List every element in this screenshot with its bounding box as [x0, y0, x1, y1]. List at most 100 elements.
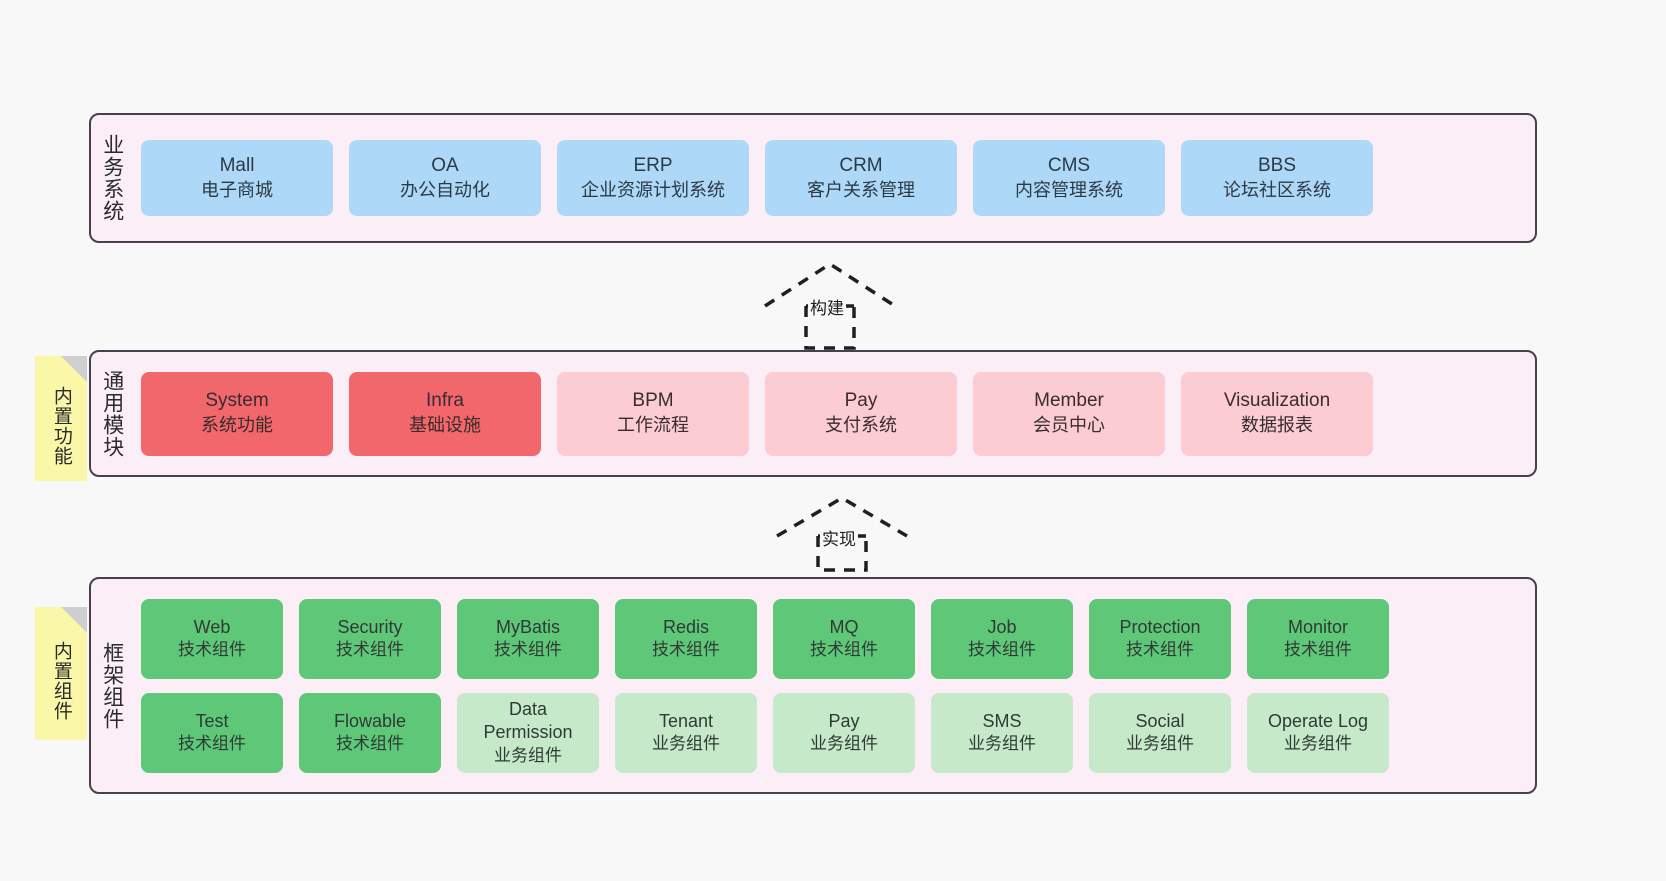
- box-monitor-cn: 技术组件: [1284, 640, 1352, 660]
- box-cms-en: CMS: [1047, 154, 1091, 176]
- box-web[interactable]: Web 技术组件: [141, 598, 283, 679]
- box-erp[interactable]: ERP 企业资源计划系统: [557, 140, 749, 216]
- box-member-cn: 会员中心: [1033, 415, 1105, 436]
- box-mq[interactable]: MQ 技术组件: [773, 598, 915, 679]
- box-system-cn: 系统功能: [201, 415, 273, 436]
- box-mall-cn: 电子商城: [201, 179, 273, 200]
- box-sms[interactable]: SMS 业务组件: [931, 692, 1073, 773]
- box-protection-en: Protection: [1119, 616, 1201, 637]
- build-arrow: 构建: [760, 258, 920, 350]
- box-protection[interactable]: Protection 技术组件: [1089, 598, 1231, 679]
- box-mybatis[interactable]: MyBatis 技术组件: [457, 598, 599, 679]
- box-pay-component-en: Pay: [828, 710, 860, 731]
- box-pay-component-cn: 业务组件: [810, 734, 878, 754]
- box-tenant-en: Tenant: [658, 710, 714, 731]
- layer-common-module-body: System 系统功能 Infra 基础设施 BPM 工作流程 Pay 支付系统…: [133, 352, 1535, 475]
- box-infra-en: Infra: [425, 390, 465, 412]
- box-test-en: Test: [195, 710, 229, 731]
- box-cms-cn: 内容管理系统: [1015, 179, 1123, 200]
- box-protection-cn: 技术组件: [1126, 640, 1194, 660]
- layer-business-system-title: 业务系统: [100, 134, 124, 222]
- box-social-cn: 业务组件: [1126, 734, 1194, 754]
- box-bpm-cn: 工作流程: [617, 415, 689, 436]
- layer-framework-component[interactable]: 框架组件 Web 技术组件 Security 技术组件 MyBatis 技术组件…: [89, 577, 1537, 794]
- box-tenant-cn: 业务组件: [652, 734, 720, 754]
- box-data-permission-cn: 业务组件: [494, 745, 562, 765]
- box-social[interactable]: Social 业务组件: [1089, 692, 1231, 773]
- box-visualization-en: Visualization: [1223, 390, 1331, 412]
- box-data-permission[interactable]: Data Permission 业务组件: [457, 692, 599, 773]
- box-mq-en: MQ: [829, 616, 859, 637]
- box-member[interactable]: Member 会员中心: [973, 371, 1165, 456]
- box-pay-module[interactable]: Pay 支付系统: [765, 371, 957, 456]
- box-job-en: Job: [987, 616, 1017, 637]
- box-social-en: Social: [1135, 710, 1185, 731]
- box-crm-cn: 客户关系管理: [807, 179, 915, 200]
- box-infra[interactable]: Infra 基础设施: [349, 371, 541, 456]
- box-mybatis-en: MyBatis: [495, 616, 560, 637]
- box-monitor[interactable]: Monitor 技术组件: [1247, 598, 1389, 679]
- box-mybatis-cn: 技术组件: [494, 640, 562, 660]
- box-infra-cn: 基础设施: [409, 415, 481, 436]
- box-cms[interactable]: CMS 内容管理系统: [973, 140, 1165, 216]
- box-flowable[interactable]: Flowable 技术组件: [299, 692, 441, 773]
- box-redis-cn: 技术组件: [652, 640, 720, 660]
- box-operate-log[interactable]: Operate Log 业务组件: [1247, 692, 1389, 773]
- layer-business-system-body: Mall 电子商城 OA 办公自动化 ERP 企业资源计划系统 CRM 客户关系…: [133, 115, 1535, 241]
- box-sms-cn: 业务组件: [968, 734, 1036, 754]
- box-crm-en: CRM: [839, 154, 883, 176]
- implement-arrow-label: 实现: [820, 525, 858, 550]
- note-builtin-function-text: 内置功能: [50, 385, 72, 466]
- box-flowable-en: Flowable: [333, 710, 407, 731]
- box-redis-en: Redis: [662, 616, 710, 637]
- box-pay-component[interactable]: Pay 业务组件: [773, 692, 915, 773]
- note-builtin-component: 内置组件: [35, 607, 87, 740]
- box-erp-cn: 企业资源计划系统: [581, 179, 725, 200]
- box-bpm-en: BPM: [632, 390, 674, 412]
- box-oa-en: OA: [431, 154, 459, 176]
- box-tenant[interactable]: Tenant 业务组件: [615, 692, 757, 773]
- box-operate-log-cn: 业务组件: [1284, 734, 1352, 754]
- box-crm[interactable]: CRM 客户关系管理: [765, 140, 957, 216]
- layer-framework-component-body: Web 技术组件 Security 技术组件 MyBatis 技术组件 Redi…: [133, 579, 1535, 792]
- box-bbs[interactable]: BBS 论坛社区系统: [1181, 140, 1373, 216]
- note-builtin-function: 内置功能: [35, 356, 87, 481]
- box-bbs-en: BBS: [1257, 154, 1297, 176]
- box-security-cn: 技术组件: [336, 640, 404, 660]
- box-pay-module-en: Pay: [844, 390, 878, 412]
- box-job-cn: 技术组件: [968, 640, 1036, 660]
- layer-framework-component-title: 框架组件: [100, 641, 124, 730]
- layer-business-system[interactable]: 业务系统 Mall 电子商城 OA 办公自动化 ERP 企业资源计划系统 CRM…: [89, 113, 1537, 243]
- build-arrow-label: 构建: [808, 294, 846, 319]
- box-security[interactable]: Security 技术组件: [299, 598, 441, 679]
- box-visualization-cn: 数据报表: [1241, 415, 1313, 436]
- box-test-cn: 技术组件: [178, 734, 246, 754]
- note-builtin-component-text: 内置组件: [50, 640, 72, 721]
- box-oa[interactable]: OA 办公自动化: [349, 140, 541, 216]
- box-member-en: Member: [1034, 390, 1104, 412]
- box-system-en: System: [205, 390, 269, 412]
- box-web-cn: 技术组件: [178, 640, 246, 660]
- box-job[interactable]: Job 技术组件: [931, 598, 1073, 679]
- framework-row-business: Test 技术组件 Flowable 技术组件 Data Permission …: [141, 692, 1535, 773]
- box-mall[interactable]: Mall 电子商城: [141, 140, 333, 216]
- box-visualization[interactable]: Visualization 数据报表: [1181, 371, 1373, 456]
- box-web-en: Web: [193, 616, 231, 637]
- box-data-permission-en: Data Permission: [483, 699, 573, 743]
- box-test[interactable]: Test 技术组件: [141, 692, 283, 773]
- box-security-en: Security: [337, 616, 403, 637]
- box-redis[interactable]: Redis 技术组件: [615, 598, 757, 679]
- box-monitor-en: Monitor: [1287, 616, 1349, 637]
- layer-common-module[interactable]: 通用模块 System 系统功能 Infra 基础设施 BPM 工作流程 Pay…: [89, 350, 1537, 477]
- box-system[interactable]: System 系统功能: [141, 371, 333, 456]
- layer-common-module-title: 通用模块: [100, 369, 124, 458]
- box-operate-log-en: Operate Log: [1267, 710, 1369, 731]
- box-bbs-cn: 论坛社区系统: [1223, 179, 1331, 200]
- box-erp-en: ERP: [633, 154, 673, 176]
- box-flowable-cn: 技术组件: [336, 734, 404, 754]
- implement-arrow: 实现: [772, 492, 932, 572]
- box-oa-cn: 办公自动化: [400, 179, 490, 200]
- box-bpm[interactable]: BPM 工作流程: [557, 371, 749, 456]
- box-sms-en: SMS: [982, 710, 1022, 731]
